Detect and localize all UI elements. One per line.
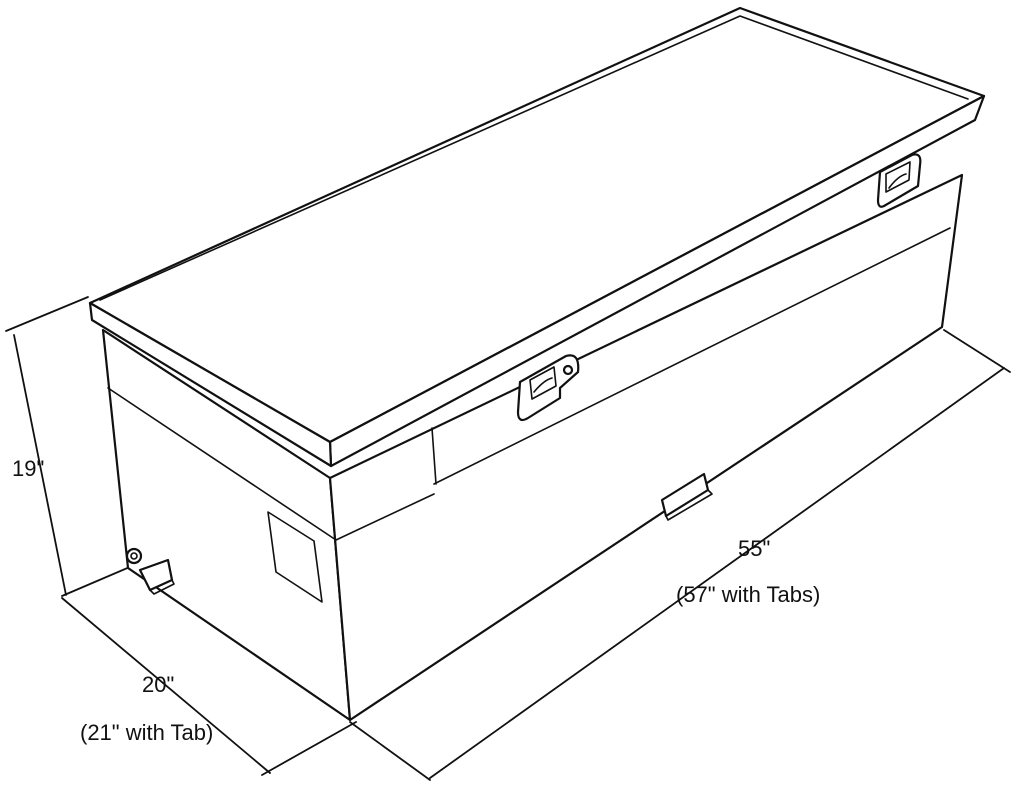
- front-latch-handle-curve: [533, 377, 553, 393]
- depth-label: 20": [142, 672, 175, 697]
- right-latch: [876, 153, 922, 208]
- drain-assembly: [125, 547, 175, 595]
- box-front-face: [328, 173, 964, 722]
- length-extension-right: [943, 329, 1011, 373]
- drain-plug-icon: [125, 547, 143, 565]
- dimension-lines: [5, 296, 1011, 781]
- lock-icon: [562, 364, 574, 376]
- front-divider: [431, 427, 437, 485]
- length-extension-left: [349, 721, 431, 781]
- front-latch: [516, 354, 580, 422]
- side-access-panel: [267, 511, 323, 603]
- front-latch-handle: [529, 366, 557, 400]
- mounting-tab-front: [660, 472, 713, 521]
- drain-plug-inner: [130, 552, 138, 560]
- height-extension-top: [5, 296, 89, 332]
- height-extension-bottom: [61, 565, 133, 597]
- length-tab-note: (57" with Tabs): [676, 582, 821, 607]
- height-dimension-line: [13, 334, 67, 596]
- height-label: 19": [12, 456, 45, 481]
- depth-extension-right: [261, 721, 357, 776]
- box-body: [101, 173, 964, 722]
- front-band: [335, 227, 951, 541]
- mounting-tab-front-fold: [665, 489, 713, 521]
- length-label: 55": [738, 536, 771, 561]
- depth-dimension-line: [61, 597, 271, 774]
- left-side-band: [107, 387, 337, 541]
- depth-tab-note: (21" with Tab): [80, 720, 214, 745]
- right-latch-handle: [885, 161, 911, 193]
- box-lid: [88, 6, 986, 468]
- right-latch-handle-curve: [888, 173, 907, 189]
- mounting-tab-side-fold: [149, 579, 175, 595]
- length-dimension-line: [429, 367, 1005, 779]
- lid-bevel: [99, 15, 969, 301]
- lid-left-edge: [88, 301, 333, 468]
